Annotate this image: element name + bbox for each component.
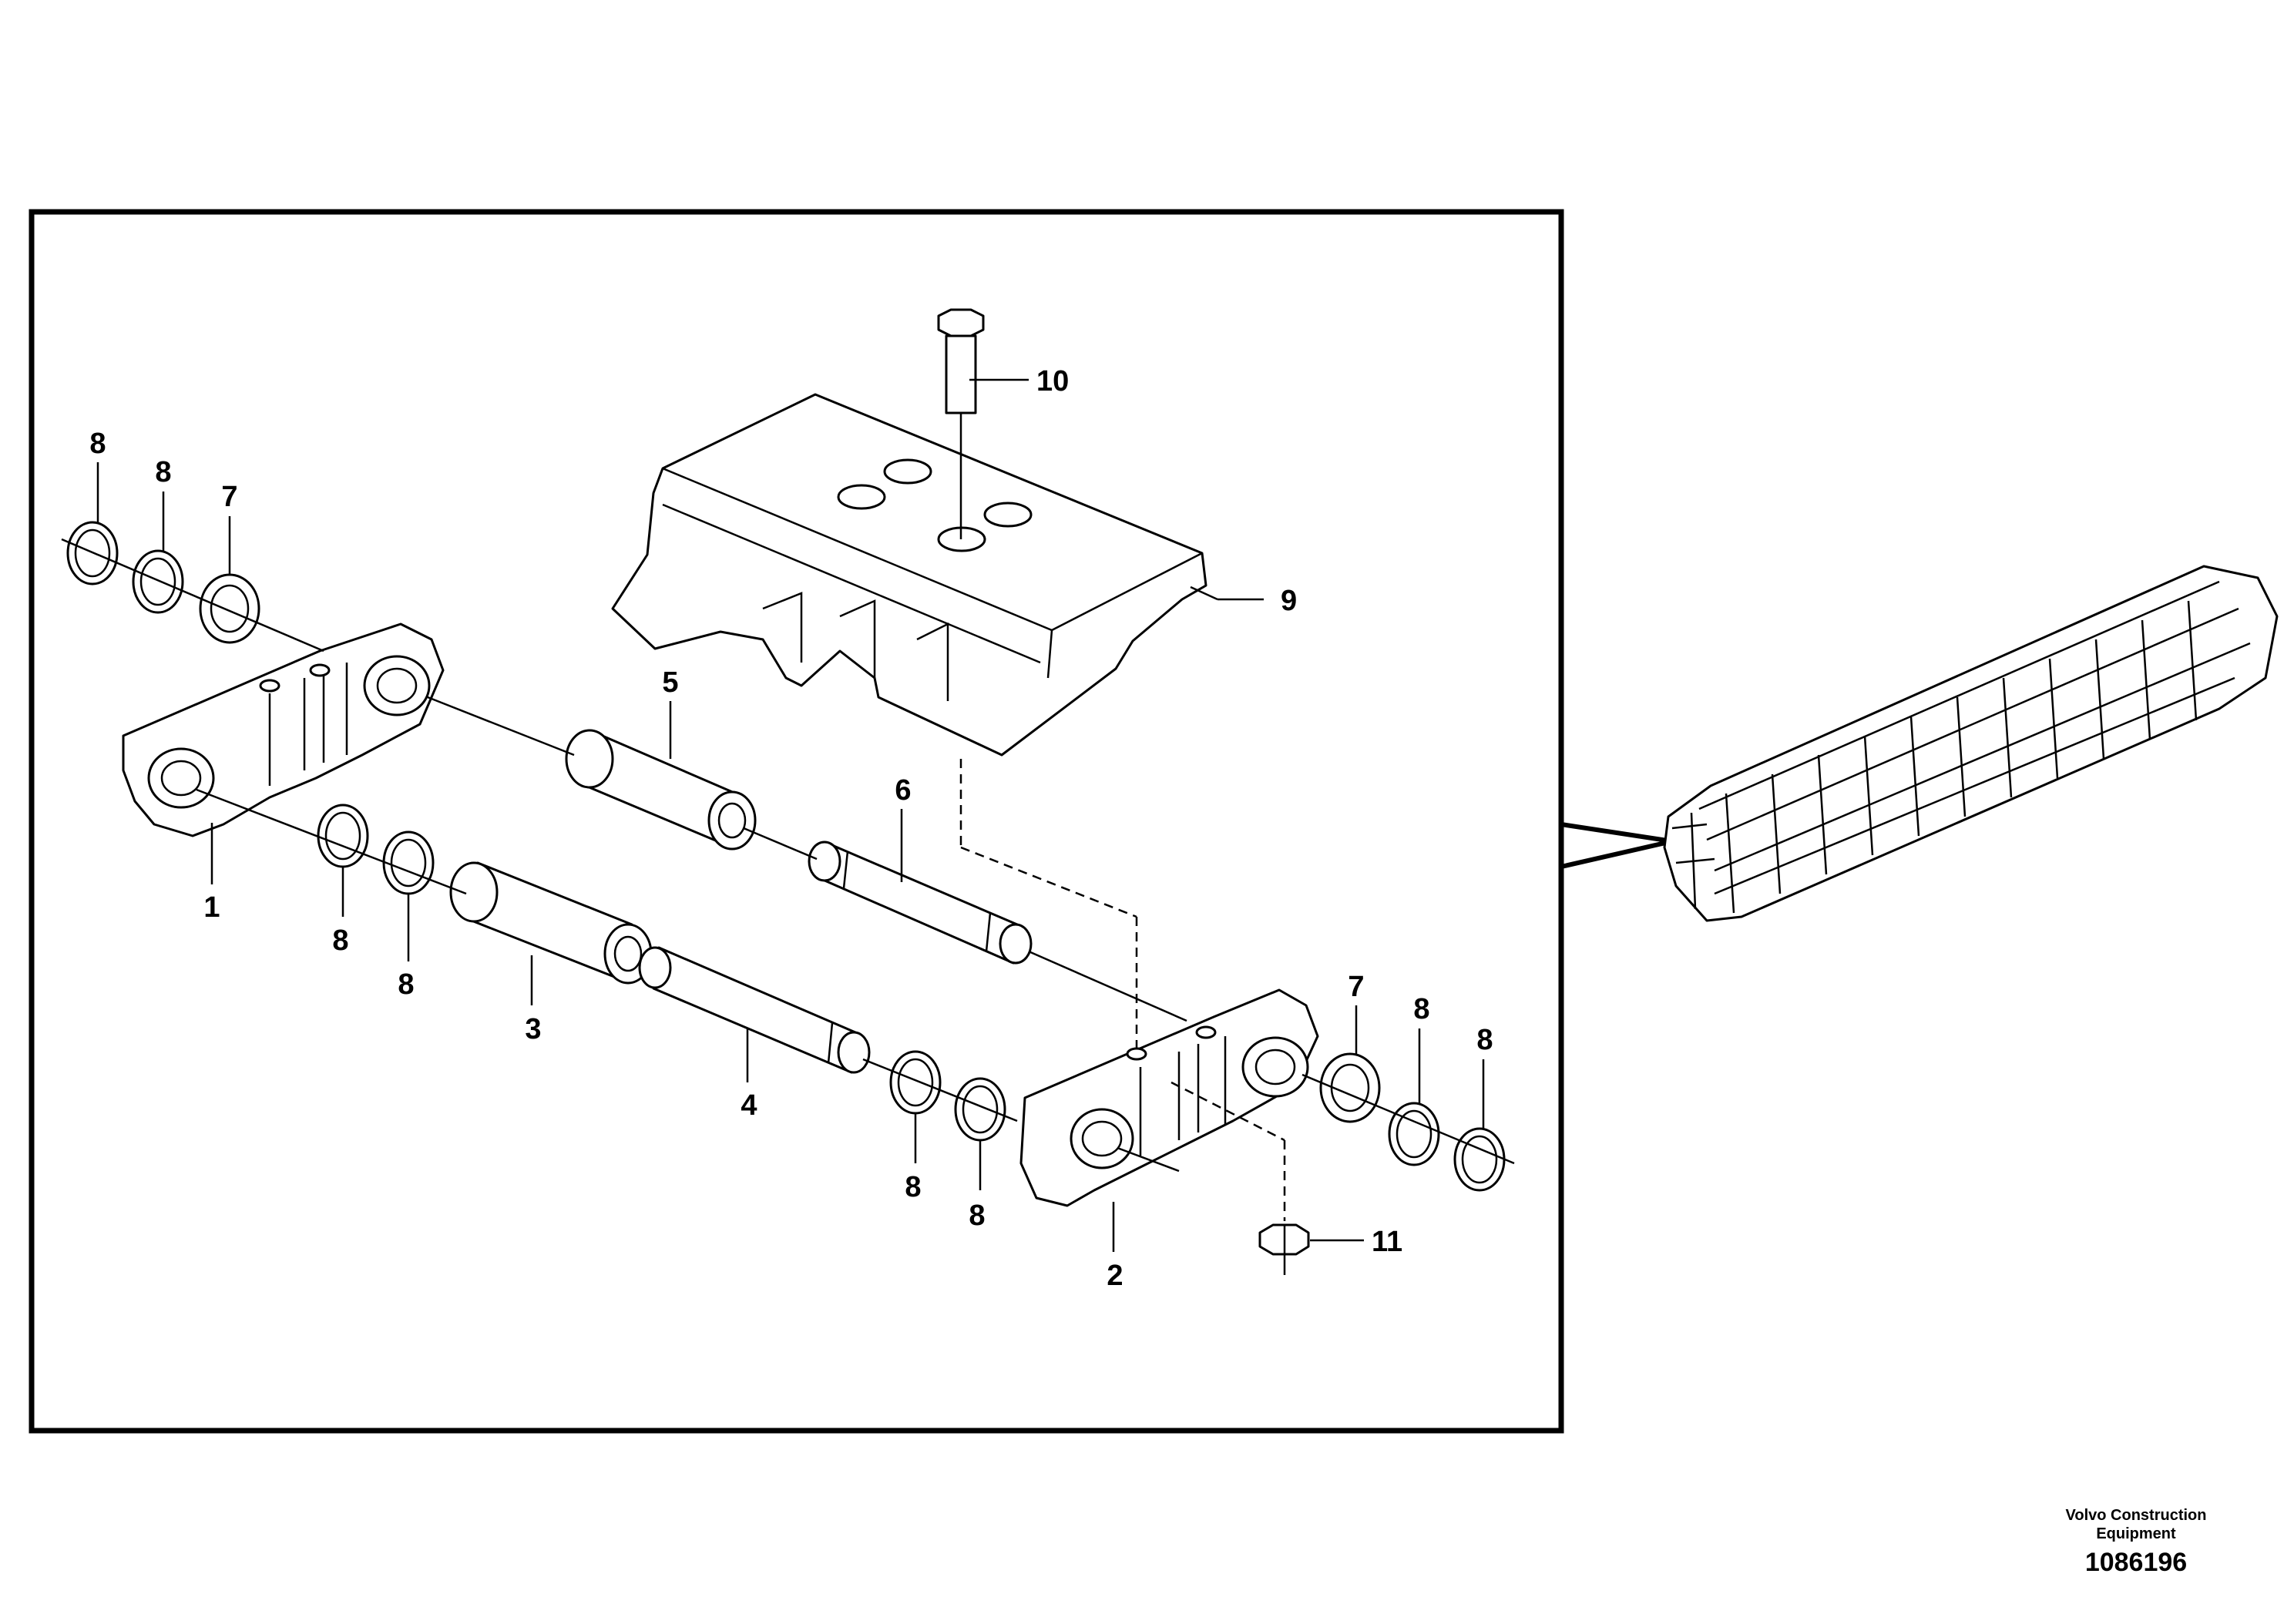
callout-8: 8	[89, 428, 106, 460]
callout-8: 8	[1476, 1024, 1493, 1056]
seal-ring-lower-right-3	[1453, 1127, 1506, 1192]
callout-8: 8	[155, 456, 171, 488]
seal-ring-lower-right-2	[1388, 1102, 1440, 1166]
seal-ring-mid-right-1	[889, 1050, 942, 1115]
callout-8: 8	[332, 924, 348, 957]
seal-ring-upper-left-2	[132, 549, 184, 614]
callout-2: 2	[1107, 1260, 1123, 1292]
callout-8: 8	[1413, 993, 1429, 1025]
bushing-lower	[449, 861, 653, 985]
publisher-footer: Volvo Construction Equipment 1086196	[2036, 1506, 2236, 1578]
callout-8: 8	[398, 968, 414, 1001]
callout-1: 1	[203, 891, 220, 924]
company-name-line1: Volvo Construction	[2065, 1507, 2207, 1524]
detail-pointer	[1560, 822, 1673, 869]
track-link-right	[1019, 988, 1319, 1207]
callout-4: 4	[741, 1089, 757, 1122]
callout-10: 10	[1036, 365, 1069, 398]
seal-ring-lower-right-1	[1319, 1052, 1381, 1123]
pin-upper	[808, 841, 1033, 965]
seal-ring-mid-left-1	[317, 804, 369, 868]
pin-lower	[638, 946, 871, 1074]
seal-ring-upper-left-3	[199, 573, 260, 644]
document-number: 1086196	[2084, 1548, 2188, 1577]
callout-6: 6	[895, 774, 911, 807]
seal-ring-mid-left-2	[382, 830, 435, 895]
assembly-axis-lines	[61, 538, 1515, 1221]
track-overview	[1663, 565, 2279, 922]
callout-7: 7	[1348, 971, 1364, 1003]
company-name-line2: Equipment	[2096, 1525, 2176, 1542]
track-shoe	[611, 393, 1218, 757]
callout-9: 9	[1281, 585, 1297, 617]
track-link-left	[122, 622, 445, 837]
leader-lines	[96, 378, 1485, 1252]
bushing-upper	[565, 729, 757, 851]
shoe-bolt	[937, 308, 985, 539]
callout-8: 8	[969, 1200, 985, 1232]
seal-ring-mid-right-2	[954, 1077, 1006, 1142]
callout-8: 8	[905, 1171, 921, 1203]
callout-labels: 8 8 7 10 9 5 6 1 8 8 3 4 8 8 2 7 8 8 11	[89, 365, 1493, 1292]
detail-frame	[29, 209, 1564, 1434]
callout-11: 11	[1372, 1226, 1402, 1258]
callout-7: 7	[221, 481, 237, 513]
shoe-nut	[1258, 1223, 1310, 1275]
callout-3: 3	[525, 1013, 541, 1045]
callout-5: 5	[662, 666, 678, 699]
